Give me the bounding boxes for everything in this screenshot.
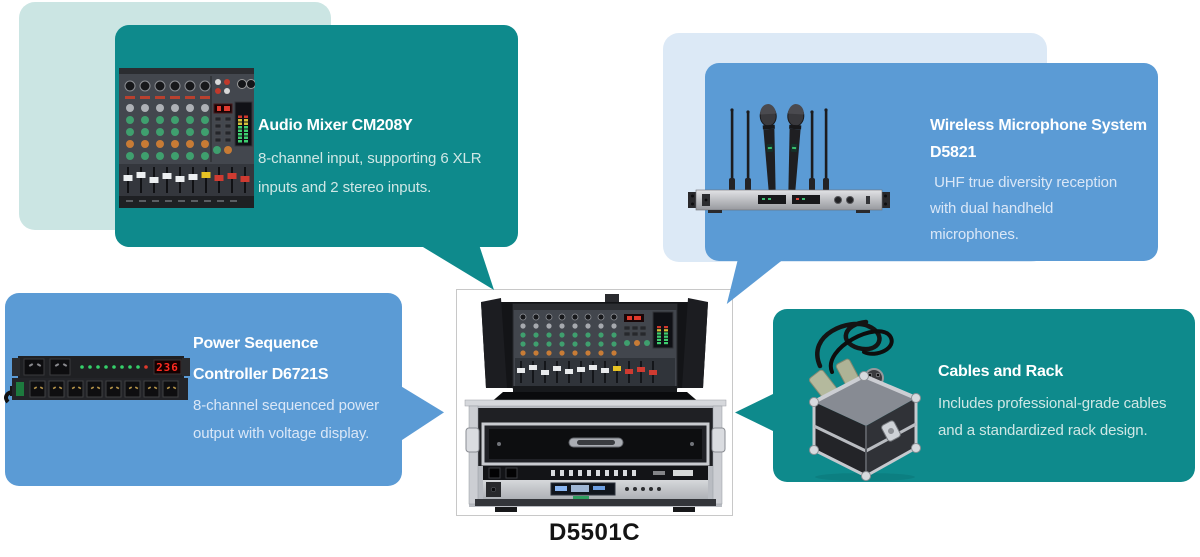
callout-title: D5821 [930,144,977,161]
product-model-label: D5501C [548,519,641,546]
receiver-unit [688,189,890,213]
callout-body-line: UHF true diversity reception [930,174,1118,191]
callout-wireless-mic-bubble [705,63,1158,261]
callout-body-line: 8-channel sequenced power [193,397,379,414]
callout-body-line: and a standardized rack design. [938,422,1148,439]
callout-wireless-mic-tail [726,258,785,304]
callout-audio-mixer-text: Audio Mixer CM208Y 8-channel input, supp… [258,114,482,202]
center-product-photo [456,289,733,516]
callout-body-line: inputs and 2 stereo inputs. [258,179,432,196]
callout-audio-mixer-tail [418,244,494,290]
callout-title: Controller D6721S [193,366,329,383]
callout-title: Cables and Rack [938,363,1064,380]
wireless-mic-image [688,104,890,213]
callout-power-controller-tail [399,385,444,442]
handheld-microphones [759,104,805,191]
callout-body-line: Includes professional-grade cables [938,395,1167,412]
cables-rack-image [809,319,921,481]
callout-cables-rack-tail [735,393,775,432]
callout-power-controller-text: Power Sequence Controller D6721S 8-chann… [193,328,379,448]
callout-title: Power Sequence [193,335,319,352]
callout-body-line: with dual handheld [930,200,1054,217]
power-controller-image: 236 [4,356,190,404]
svg-text:236: 236 [156,361,179,374]
callout-title: Audio Mixer CM208Y [258,117,413,134]
audio-mixer-image [119,68,255,208]
callout-title: Wireless Microphone System [930,117,1147,134]
rack-system-image [464,294,727,512]
callout-body-line: 8-channel input, supporting 6 XLR [258,150,482,167]
callout-body-line: output with voltage display. [193,425,370,442]
antennas [729,108,829,191]
callout-wireless-mic-text: Wireless Microphone System D5821 UHF tru… [930,112,1147,248]
callout-cables-rack-text: Cables and Rack Includes professional-gr… [938,360,1167,444]
callout-body-line: microphones. [930,226,1019,243]
voltage-display: 236 [153,359,182,375]
